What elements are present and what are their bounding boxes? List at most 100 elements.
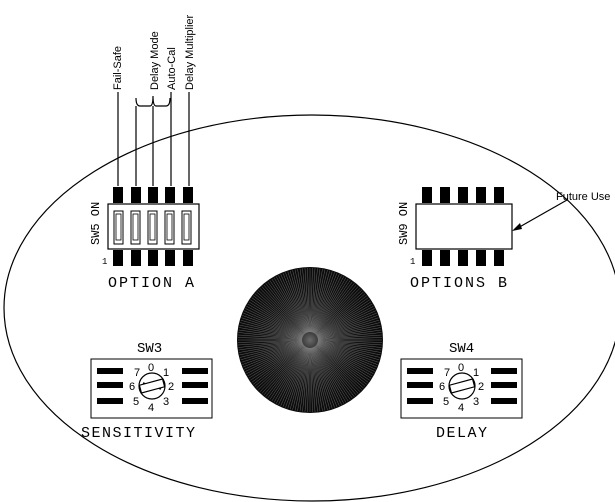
sensor-ray — [310, 268, 318, 333]
sw9-caption: OPTIONS B — [410, 275, 509, 292]
sw3-digit-3: 3 — [163, 396, 169, 408]
sensor-ray — [310, 347, 313, 412]
sensor-ray — [317, 329, 382, 340]
sensor-ray — [311, 270, 328, 333]
sensor-ray — [263, 346, 305, 396]
sensor-ray — [312, 347, 335, 408]
auto-cal-label: Auto-Cal — [166, 47, 178, 90]
sensor-ray — [297, 269, 309, 333]
sensor-ray — [259, 288, 305, 335]
sensor-ray — [315, 345, 361, 392]
sensor-ray — [316, 344, 370, 381]
sensor-ray — [256, 345, 305, 389]
sw3-title: SW3 — [137, 341, 162, 357]
sensor-ray — [311, 269, 323, 333]
sensor-ray — [317, 337, 382, 340]
sensor-ray — [250, 299, 304, 336]
sensor-ray — [313, 346, 347, 403]
sensor-ray — [315, 346, 357, 396]
sensor-ray — [317, 334, 382, 340]
sensor-ray — [313, 274, 340, 333]
sensor-ray — [297, 347, 309, 411]
sensor-ray — [316, 297, 369, 336]
sensor-ray — [317, 341, 381, 353]
sensor-ray — [261, 345, 305, 394]
sensor-ray — [258, 345, 305, 391]
sensor-ray — [251, 297, 304, 336]
sw9-pin1: 1 — [410, 257, 415, 267]
sensor-ray — [292, 347, 309, 410]
sensor-ray — [299, 347, 310, 412]
sw4-digit-2: 2 — [478, 381, 484, 393]
sensor-ray — [261, 286, 305, 335]
sensor-ray — [287, 347, 308, 409]
sw5-caption: OPTION A — [108, 275, 196, 292]
sensor-ray — [310, 268, 316, 333]
sw5-label: SW5 ON — [89, 202, 103, 245]
sensor-ray — [312, 347, 331, 410]
sensor-ray — [317, 342, 379, 363]
sensor-ray — [254, 345, 304, 387]
sensor-ray — [242, 315, 303, 338]
sensor-ray — [317, 340, 382, 348]
sensor-ray — [316, 343, 374, 374]
sensor-ray — [239, 341, 303, 356]
sensor-ray — [317, 308, 375, 337]
sensor-ray — [307, 347, 310, 412]
sensor-ray — [248, 301, 304, 336]
top-leaders — [117, 92, 190, 186]
sensor-ray — [289, 347, 308, 410]
sensor-ray — [317, 327, 381, 339]
sensor-ray — [313, 347, 342, 405]
sensor-ray — [265, 346, 306, 397]
sensor-ray — [246, 306, 304, 337]
sw3-digits: 0 1 2 3 4 5 6 7 — [129, 362, 174, 414]
sw5-pin1: 1 — [102, 257, 107, 267]
sensor-ray — [317, 332, 382, 340]
sensor-ray — [311, 347, 323, 411]
sensor-ray — [317, 342, 377, 368]
sensor-ray — [239, 341, 303, 353]
sensor-ray — [302, 347, 310, 412]
sensor-ray — [317, 341, 381, 356]
sw3-caption: SENSITIVITY — [81, 425, 197, 442]
sensor-ray — [317, 310, 376, 337]
sensor-ray — [256, 291, 305, 335]
sw4-digit-0: 0 — [458, 362, 464, 374]
sensor-ray — [289, 270, 308, 333]
sensor-ray — [316, 301, 372, 336]
sw3-rotary-switch[interactable] — [90, 358, 213, 419]
sensor-ray — [285, 347, 308, 408]
sensor-ray — [238, 337, 303, 340]
sensor-ray — [247, 303, 304, 337]
sensor-ray — [314, 346, 349, 402]
sensor-ray — [312, 273, 338, 333]
sensor-ray — [244, 310, 303, 337]
sw4-digit-6: 6 — [439, 381, 445, 393]
sensor-ray — [243, 342, 303, 368]
sensor-ray — [317, 340, 382, 351]
sensor-ray — [313, 347, 340, 406]
sw9-dip-switch[interactable] — [415, 187, 513, 266]
sensor-ray — [317, 340, 382, 346]
sensor-ray — [242, 342, 303, 365]
sensor-ray — [241, 317, 303, 338]
sensor-ray — [238, 334, 303, 340]
sensor-ray — [316, 293, 366, 335]
sw4-caption: DELAY — [436, 425, 489, 442]
sensor-ray — [265, 283, 306, 334]
sensor-ray — [311, 269, 326, 333]
sw3-digit-1: 1 — [163, 367, 169, 379]
sensor-ray — [247, 343, 304, 377]
sensor-ray — [245, 343, 303, 372]
sw4-rotary-switch[interactable] — [400, 358, 523, 419]
sw3-digit-2: 2 — [168, 381, 174, 393]
sensor-ray — [246, 343, 304, 374]
sensor-ray — [317, 322, 380, 339]
sensor-ray — [316, 343, 373, 377]
sensor-ray — [310, 347, 321, 412]
sensor-ray — [245, 308, 303, 337]
sensor-ray — [299, 268, 310, 333]
sw5-dip-switch[interactable] — [107, 187, 200, 266]
